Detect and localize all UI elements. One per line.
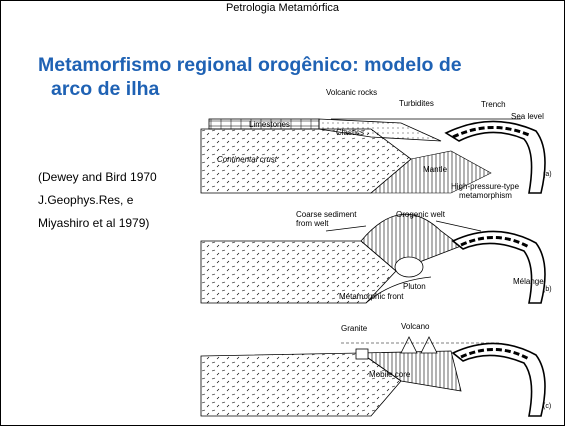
citation-line-2: J.Geophys.Res, e (38, 189, 157, 212)
continental-crust-c (201, 353, 401, 416)
panel-a: Volcanic rocks Turbidites Trench Sea lev… (201, 88, 552, 200)
slide-header: Petrologia Metamórfica (1, 1, 564, 15)
label-volcano: Volcano (401, 322, 430, 331)
label-hp-2: metamorphism (459, 191, 512, 200)
arrow-left-b (326, 226, 366, 231)
volcano-cone-2 (421, 337, 437, 353)
label-orogenic-welt: Orogenic welt (396, 210, 446, 219)
label-melange: Mélange (513, 277, 544, 286)
label-pluton: Pluton (403, 282, 426, 291)
subducting-slab-b (453, 231, 545, 303)
label-clastics: Clastics (336, 128, 364, 137)
arrow-right-b (436, 221, 481, 231)
panel-b: Coarse sediment from welt Orogenic welt … (201, 210, 552, 303)
citation: (Dewey and Bird 1970 J.Geophys.Res, e Mi… (38, 166, 157, 235)
label-limestones: Limestones (249, 120, 290, 129)
label-trench: Trench (481, 100, 506, 109)
title-line-1: Metamorfismo regional orogênico: modelo … (38, 54, 462, 76)
subducting-slab-c (453, 343, 545, 416)
label-hp-1: High-pressure-type (451, 182, 520, 191)
label-granite: Granite (341, 324, 368, 333)
label-volcanic-rocks: Volcanic rocks (326, 88, 377, 97)
label-continental-crust: Continental crust (217, 155, 278, 164)
label-mobile-core: Mobile core (369, 370, 411, 379)
label-sea-level: Sea level (511, 112, 544, 121)
volcano-cone-1 (401, 337, 417, 353)
panel-letter-c: (c) (543, 403, 551, 410)
citation-line-1: (Dewey and Bird 1970 (38, 166, 157, 189)
granite-body (356, 349, 368, 359)
island-arc-figure: Volcanic rocks Turbidites Trench Sea lev… (191, 81, 561, 421)
pluton-b (395, 257, 423, 277)
panel-c: Granite Volcano Mobile core (c) (201, 322, 551, 416)
label-mantle: Mantle (423, 165, 448, 174)
panel-letter-b: (b) (543, 286, 552, 293)
label-coarse-1: Coarse sediment (296, 210, 357, 219)
citation-line-3: Miyashiro et al 1979) (38, 212, 157, 235)
label-turbidites: Turbidites (399, 99, 434, 108)
label-coarse-2: from welt (296, 219, 329, 228)
label-metamorphic-front: Metamorphic front (339, 292, 404, 301)
panel-letter-a: (a) (543, 171, 552, 178)
